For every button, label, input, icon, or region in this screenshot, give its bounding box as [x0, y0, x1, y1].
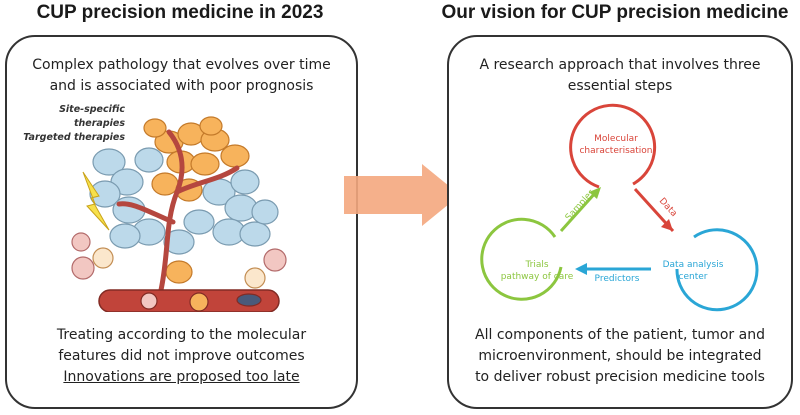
therapy-labels: Site-specific therapies Targeted therapi… [15, 103, 125, 145]
left-panel: Complex pathology that evolves over time… [5, 35, 358, 409]
predictors-edge: Predictors [575, 263, 651, 284]
molecular-label-2: characterisation [579, 146, 652, 156]
trials-label-2: pathway of care [501, 272, 574, 282]
trials-label-1: Trials [524, 260, 548, 270]
left-intro-line-2: and is associated with poor prognosis [49, 78, 314, 94]
site-specific-therapies-label: Site-specific therapies [59, 104, 125, 129]
right-intro-line-2: essential steps [567, 78, 673, 94]
molecular-label-1: Molecular [594, 134, 638, 144]
predictors-edge-label: Predictors [595, 274, 640, 284]
tumor-illustration [71, 116, 287, 312]
right-outro-line-2: microenvironment, should be integrated [478, 348, 762, 364]
transition-arrow-icon [344, 164, 460, 226]
data-analysis-label-1: Data analysis [663, 260, 724, 270]
right-intro: A research approach that involves three … [449, 55, 791, 97]
left-outro-line-2: features did not improve outcomes [58, 348, 305, 364]
samples-edge-label: Samples [564, 188, 597, 223]
data-analysis-label-2: center [679, 272, 708, 282]
left-outro-line-3: Innovations are proposed too late [63, 369, 300, 385]
samples-edge: Samples [559, 187, 601, 233]
molecular-node: Molecular characterisation [569, 103, 657, 189]
right-outro-line-1: All components of the patient, tumor and [475, 327, 765, 343]
right-outro: All components of the patient, tumor and… [449, 325, 791, 388]
left-intro: Complex pathology that evolves over time… [7, 55, 356, 97]
research-cycle-diagram: Molecular characterisation Data analysis… [480, 103, 759, 312]
targeted-therapies-label: Targeted therapies [23, 132, 125, 143]
right-intro-line-1: A research approach that involves three [479, 57, 761, 73]
left-intro-line-1: Complex pathology that evolves over time [32, 57, 331, 73]
right-heading: Our vision for CUP precision medicine [441, 2, 789, 23]
right-outro-line-3: to deliver robust precision medicine too… [475, 369, 765, 385]
trials-node: Trials pathway of care [480, 217, 574, 301]
data-edge: Data [633, 187, 679, 233]
left-heading: CUP precision medicine in 2023 [36, 2, 324, 23]
data-analysis-node: Data analysis center [663, 228, 759, 312]
left-outro-line-1: Treating according to the molecular [56, 327, 307, 343]
left-outro: Treating according to the molecular feat… [7, 325, 356, 388]
right-panel: A research approach that involves three … [447, 35, 793, 409]
